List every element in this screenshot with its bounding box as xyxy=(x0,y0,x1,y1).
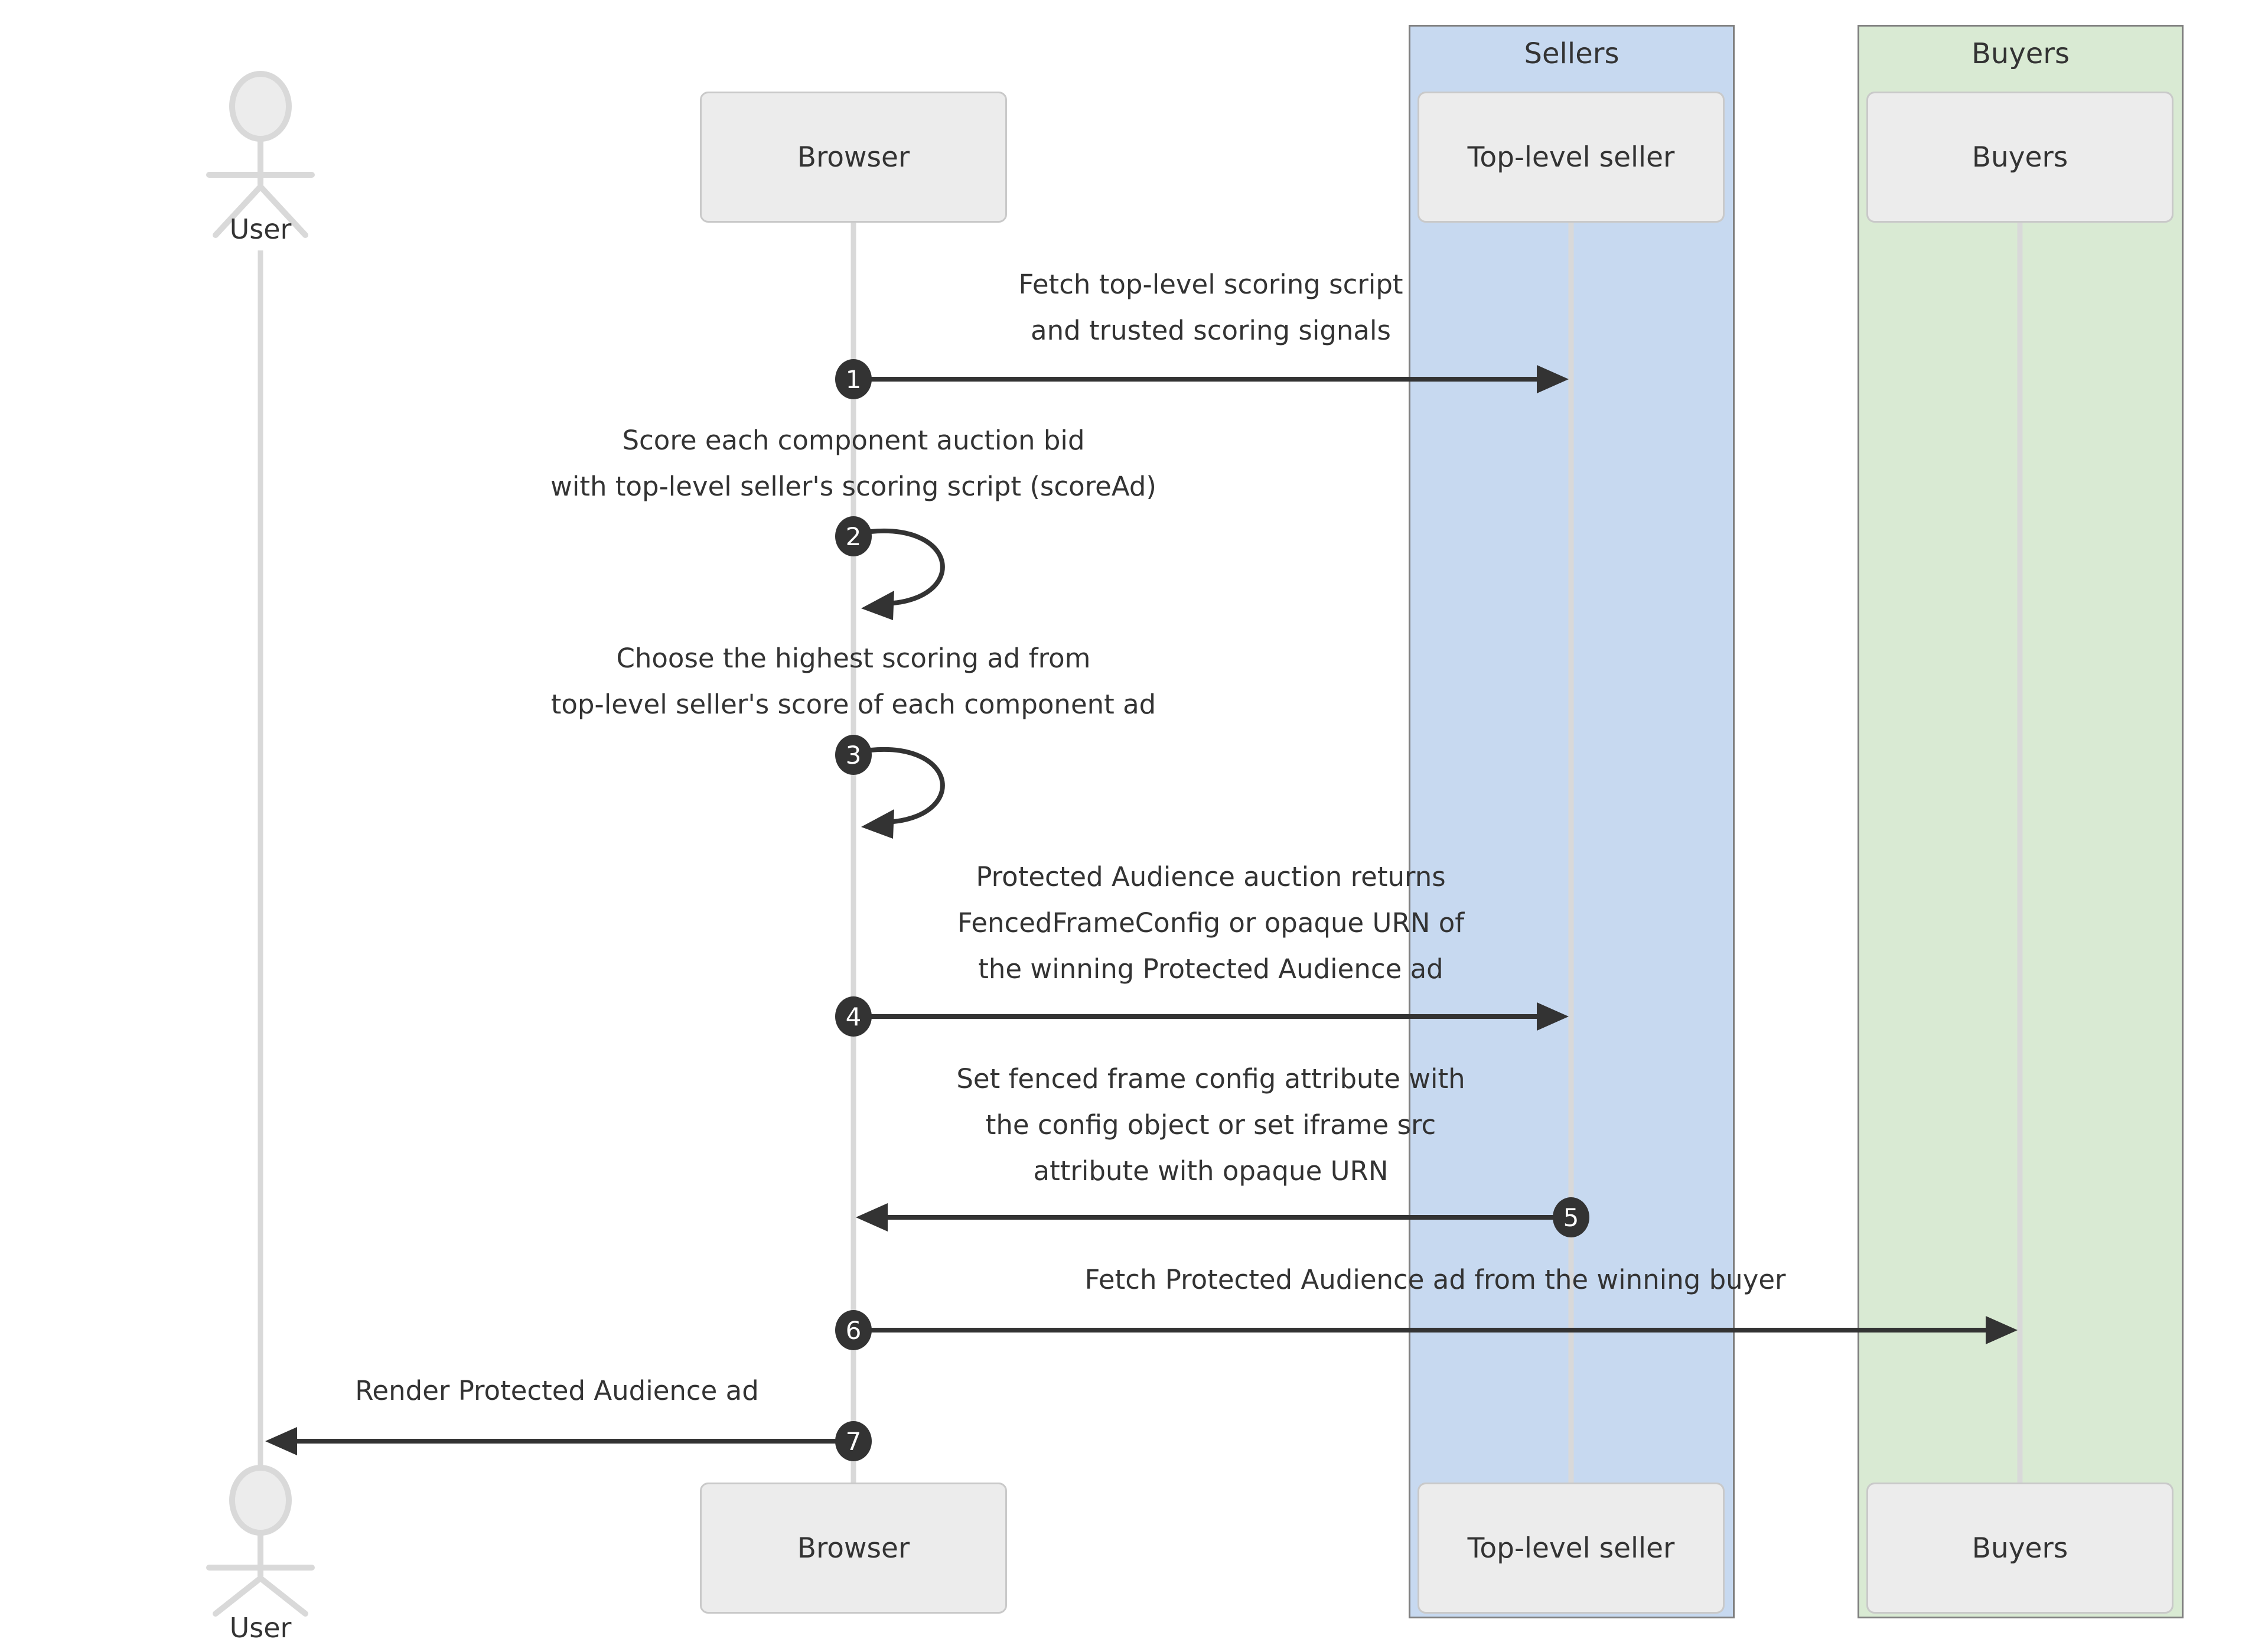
message-7-label: Render Protected Audience ad xyxy=(355,1368,759,1414)
message-1-badge: 1 xyxy=(835,359,872,399)
message-2-line-2: with top-level seller's scoring script (… xyxy=(550,471,1156,502)
user-label-bottom: User xyxy=(229,1612,292,1642)
actor-box-browser-bottom-label: Browser xyxy=(797,1532,910,1565)
message-5-arrow xyxy=(856,1203,1571,1232)
message-2-self-arrow xyxy=(861,528,945,620)
message-7-line-1: Render Protected Audience ad xyxy=(355,1375,759,1406)
message-1-label: Fetch top-level scoring script and trust… xyxy=(1018,262,1403,354)
message-3-line-1: Choose the highest scoring ad from xyxy=(616,643,1091,674)
message-3-label: Choose the highest scoring ad from top-l… xyxy=(551,636,1156,728)
actor-box-browser-top-label: Browser xyxy=(797,141,910,174)
actor-box-buyers-bottom-label: Buyers xyxy=(1972,1532,2068,1565)
message-5-label: Set fenced frame config attribute with t… xyxy=(956,1056,1465,1194)
message-4-badge: 4 xyxy=(835,996,872,1037)
message-5-badge: 5 xyxy=(1553,1197,1589,1237)
message-4-line-2: FencedFrameConfig or opaque URN of xyxy=(957,907,1465,939)
actor-box-seller-bottom: Top-level seller xyxy=(1418,1483,1725,1614)
message-2-label: Score each component auction bid with to… xyxy=(550,418,1156,510)
user-actor-icon-bottom xyxy=(206,1465,315,1617)
message-5-line-3: attribute with opaque URN xyxy=(1033,1155,1389,1187)
message-6-arrow xyxy=(853,1316,2018,1344)
message-3-line-2: top-level seller's score of each compone… xyxy=(550,689,1156,720)
message-5-line-2: the config object or set iframe src xyxy=(985,1109,1436,1141)
message-1-line-1: Fetch top-level scoring script xyxy=(1018,269,1403,300)
buyers-group-label: Buyers xyxy=(1971,37,2070,70)
actor-box-seller-top: Top-level seller xyxy=(1418,92,1725,223)
message-7-arrow xyxy=(265,1427,853,1455)
actor-box-buyers-top-label: Buyers xyxy=(1972,141,2068,174)
message-2-badge: 2 xyxy=(835,516,872,556)
message-3-self-arrow xyxy=(861,747,945,839)
message-5-line-1: Set fenced frame config attribute with xyxy=(956,1063,1465,1094)
actor-box-seller-bottom-label: Top-level seller xyxy=(1467,1532,1675,1565)
message-4-arrow xyxy=(853,1002,1569,1031)
message-3-badge: 3 xyxy=(835,735,872,775)
message-6-label: Fetch Protected Audience ad from the win… xyxy=(1084,1257,1785,1303)
message-4-line-1: Protected Audience auction returns xyxy=(976,861,1446,892)
message-6-badge: 6 xyxy=(835,1310,872,1350)
actor-box-buyers-bottom: Buyers xyxy=(1866,1483,2174,1614)
sellers-group-label: Sellers xyxy=(1524,37,1619,70)
message-6-line-1: Fetch Protected Audience ad from the win… xyxy=(1084,1264,1786,1295)
user-actor-icon-top xyxy=(206,71,315,238)
actor-box-seller-top-label: Top-level seller xyxy=(1467,141,1675,174)
actor-box-buyers-top: Buyers xyxy=(1866,92,2174,223)
actor-box-browser-top: Browser xyxy=(700,92,1007,223)
message-2-line-1: Score each component auction bid xyxy=(622,425,1085,456)
message-7-badge: 7 xyxy=(835,1421,872,1461)
message-1-arrow xyxy=(853,365,1569,393)
message-4-label: Protected Audience auction returns Fence… xyxy=(957,854,1464,992)
message-4-line-3: the winning Protected Audience ad xyxy=(978,953,1443,985)
message-1-line-2: and trusted scoring signals xyxy=(1031,315,1391,346)
actor-box-browser-bottom: Browser xyxy=(700,1483,1007,1614)
user-label-top: User xyxy=(229,213,292,245)
